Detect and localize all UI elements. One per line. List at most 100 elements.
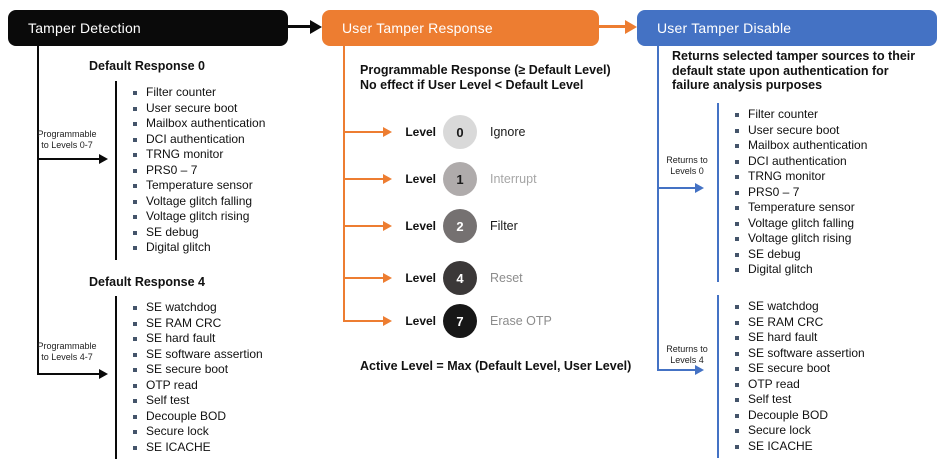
- list-item: SE secure boot: [735, 361, 897, 377]
- default-response-0-list: Filter counter User secure boot Mailbox …: [115, 81, 285, 260]
- list-item: SE RAM CRC: [133, 316, 285, 332]
- list-item: Temperature sensor: [735, 200, 897, 216]
- level-circle: 2: [443, 209, 477, 243]
- list-item-label: Secure lock: [146, 424, 209, 438]
- tamper-detection-title: Tamper Detection: [28, 20, 141, 36]
- list-item-label: SE RAM CRC: [748, 314, 824, 329]
- list-item-label: TRNG monitor: [748, 169, 826, 183]
- default-response-4-list: SE watchdog SE RAM CRC SE hard fault SE …: [115, 296, 285, 459]
- arrow-right-icon: [310, 20, 322, 34]
- programmable-levels-0-7-label: Programmable to Levels 0-7: [37, 129, 97, 150]
- list-item: Self test: [735, 392, 897, 408]
- active-level-note: Active Level = Max (Default Level, User …: [360, 359, 632, 373]
- list-item: Secure lock: [735, 423, 897, 439]
- bullet-icon: [735, 336, 739, 340]
- arrow-right-icon: [625, 20, 637, 34]
- list-item: Mailbox authentication: [735, 138, 897, 154]
- level-word: Level: [405, 219, 436, 233]
- list-item: SE software assertion: [735, 346, 897, 362]
- bullet-icon: [735, 382, 739, 387]
- list-item: Mailbox authentication: [133, 116, 285, 132]
- level-2-row: Level 2 Filter: [402, 208, 518, 244]
- left-arrow-levels0: [37, 158, 99, 160]
- arrow-right-icon: [99, 154, 108, 164]
- level-7-arrow: [343, 320, 383, 322]
- bullet-icon: [133, 215, 137, 219]
- right-arrow-levels0: [657, 187, 695, 189]
- list-item-label: OTP read: [146, 377, 198, 392]
- level-name: Erase OTP: [490, 314, 552, 328]
- list-item-label: SE hard fault: [748, 330, 818, 344]
- default-response-4-heading: Default Response 4: [88, 275, 205, 289]
- disable-list-0: Filter counter User secure boot Mailbox …: [717, 103, 897, 282]
- list-item-label: SE watchdog: [748, 299, 819, 313]
- level-1-row: Level 1 Interrupt: [402, 161, 537, 197]
- bullet-icon: [735, 206, 739, 210]
- list-item: OTP read: [133, 378, 285, 394]
- list-item-label: Mailbox authentication: [748, 138, 868, 152]
- list-item: Filter counter: [735, 107, 897, 123]
- bullet-icon: [735, 429, 739, 433]
- level-0-row: Level 0 Ignore: [402, 114, 525, 150]
- bullet-icon: [133, 153, 137, 157]
- arrow-right-icon: [383, 221, 392, 231]
- list-item-label: PRS0 – 7: [146, 162, 198, 177]
- programmable-response-heading: Programmable Response (≥ Default Level) …: [360, 63, 611, 92]
- returns-levels-4-label: Returns to Levels 4: [666, 344, 708, 365]
- user-tamper-response-box: User Tamper Response: [322, 10, 599, 46]
- list-item: Digital glitch: [735, 262, 897, 278]
- list-item: Self test: [133, 393, 285, 409]
- list-item-label: Decouple BOD: [146, 408, 227, 423]
- bullet-icon: [133, 321, 137, 326]
- list-item: Temperature sensor: [133, 178, 285, 194]
- list-item-label: SE secure boot: [146, 362, 229, 376]
- connector-line-black: [288, 25, 310, 28]
- programmable-levels-4-7-label: Programmable to Levels 4-7: [37, 341, 97, 362]
- arrow-right-icon: [383, 174, 392, 184]
- bullet-icon: [133, 399, 137, 403]
- list-item: Voltage glitch rising: [735, 231, 897, 247]
- list-item: PRS0 – 7: [133, 163, 285, 179]
- list-item-label: User secure boot: [146, 100, 238, 115]
- list-item-label: Filter counter: [748, 107, 819, 121]
- right-arrow-levels4: [657, 369, 695, 371]
- list-item: SE ICACHE: [133, 440, 285, 456]
- list-item-label: SE hard fault: [146, 331, 216, 345]
- level-word: Level: [405, 271, 436, 285]
- bullet-icon: [133, 368, 137, 372]
- list-item-label: PRS0 – 7: [748, 184, 800, 199]
- level-1-arrow: [343, 178, 383, 180]
- left-branch-line: [37, 46, 39, 375]
- user-tamper-response-title: User Tamper Response: [342, 20, 493, 36]
- level-name: Interrupt: [490, 172, 537, 186]
- arrow-right-icon: [383, 316, 392, 326]
- list-item-label: SE debug: [748, 246, 801, 261]
- list-item: SE software assertion: [133, 347, 285, 363]
- list-item-label: SE software assertion: [748, 345, 865, 360]
- list-item: Decouple BOD: [735, 408, 897, 424]
- arrow-right-icon: [695, 183, 704, 193]
- bullet-icon: [735, 305, 739, 309]
- list-item-label: SE ICACHE: [146, 439, 211, 454]
- user-tamper-disable-box: User Tamper Disable: [637, 10, 937, 46]
- list-item: PRS0 – 7: [735, 185, 897, 201]
- list-item-label: Self test: [146, 393, 190, 407]
- list-item: OTP read: [735, 377, 897, 393]
- list-item-label: Mailbox authentication: [146, 116, 266, 130]
- list-item: Voltage glitch falling: [133, 194, 285, 210]
- bullet-icon: [133, 337, 137, 341]
- list-item-label: SE debug: [146, 224, 199, 239]
- list-item: SE RAM CRC: [735, 315, 897, 331]
- list-item-label: OTP read: [748, 376, 800, 391]
- list-item-label: Voltage glitch rising: [748, 231, 852, 245]
- bullet-icon: [133, 352, 137, 357]
- list-item: Decouple BOD: [133, 409, 285, 425]
- bullet-icon: [735, 128, 739, 133]
- list-item-label: SE ICACHE: [748, 438, 813, 453]
- list-item-label: Temperature sensor: [146, 178, 253, 192]
- level-name: Reset: [490, 271, 523, 285]
- default-response-0-heading: Default Response 0: [88, 59, 205, 73]
- bullet-icon: [133, 199, 137, 204]
- list-item: Secure lock: [133, 424, 285, 440]
